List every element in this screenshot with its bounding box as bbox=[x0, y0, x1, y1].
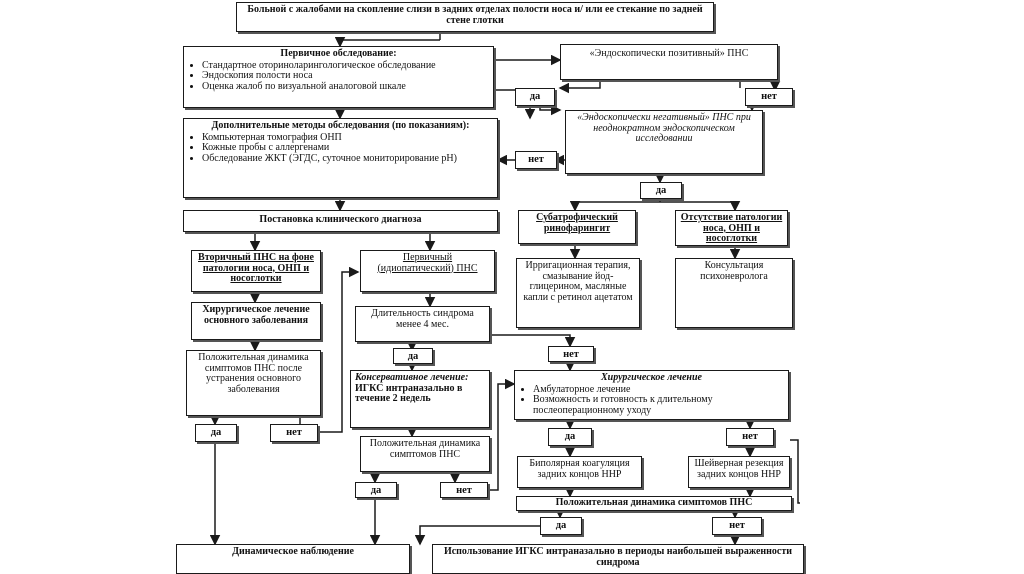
additional-exam-item: Компьютерная томография ОНП bbox=[202, 132, 493, 144]
yes-badge: да bbox=[355, 482, 397, 498]
no-badge: нет bbox=[515, 151, 557, 169]
complaint-text: Больной с жалобами на скопление слизи в … bbox=[247, 4, 703, 26]
yes-badge: да bbox=[548, 428, 592, 446]
subatrophic-box: Субатрофический ринофарингит bbox=[518, 210, 636, 244]
psycho-text: Консультация психоневролога bbox=[700, 260, 768, 282]
shaver-box: Шейверная резекция задних концов ННР bbox=[688, 456, 790, 488]
no-label: нет bbox=[729, 520, 745, 531]
surgery-main-box: Хирургическое лечение основного заболева… bbox=[191, 302, 321, 340]
additional-exam-item: Кожные пробы с аллергенами bbox=[202, 142, 493, 154]
conservative-title: Консервативное лечение: bbox=[355, 372, 469, 383]
bipolar-text: Биполярная коагуляция задних концов ННР bbox=[529, 458, 630, 480]
no-badge: нет bbox=[712, 517, 762, 535]
secondary-box: Вторичный ПНС на фоне патологии носа, ОН… bbox=[191, 250, 321, 292]
igks-periods-text: Использование ИГКС интраназально в перио… bbox=[443, 546, 793, 568]
primary-exam-title: Первичное обследование: bbox=[280, 48, 397, 59]
yes-label: да bbox=[407, 351, 419, 362]
irrigation-text: Ирригационная терапия, смазывание йод-гл… bbox=[523, 260, 633, 303]
additional-exam-item: Обследование ЖКТ (ЭГДС, суточное монитор… bbox=[202, 153, 493, 165]
endo-negative-box: «Эндоскопически негативный» ПНС при неод… bbox=[565, 110, 763, 174]
diagnosis-box: Постановка клинического диагноза bbox=[183, 210, 498, 232]
primary-idiopathic-text: Первичный (идиопатический) ПНС bbox=[377, 252, 478, 274]
no-badge: нет bbox=[745, 88, 793, 106]
no-label: нет bbox=[528, 154, 544, 165]
primary-idiopathic-box: Первичный (идиопатический) ПНС bbox=[360, 250, 495, 292]
irrigation-box: Ирригационная терапия, смазывание йод-гл… bbox=[516, 258, 640, 328]
yes-label: да bbox=[555, 520, 567, 531]
yes-badge: да bbox=[515, 88, 555, 106]
additional-exam-title: Дополнительные методы обследования (по п… bbox=[211, 120, 470, 131]
no-badge: нет bbox=[270, 424, 318, 442]
positive-dynamics-mid-box: Положительная динамика симптомов ПНС bbox=[360, 436, 490, 472]
bipolar-box: Биполярная коагуляция задних концов ННР bbox=[517, 456, 642, 488]
positive-dynamics-left-text: Положительная динамика симптомов ПНС пос… bbox=[198, 352, 309, 395]
psycho-box: Консультация психоневролога bbox=[675, 258, 793, 328]
primary-exam-item: Оценка жалоб по визуальной аналоговой шк… bbox=[202, 81, 489, 93]
yes-label: да bbox=[564, 431, 576, 442]
positive-dynamics-left-box: Положительная динамика симптомов ПНС пос… bbox=[186, 350, 321, 416]
yes-badge: да bbox=[393, 348, 433, 364]
yes-label: да bbox=[210, 427, 222, 438]
no-pathology-text: Отсутствие патологии носа, ОНП и носогло… bbox=[680, 212, 783, 244]
no-badge: нет bbox=[726, 428, 774, 446]
complaint-box: Больной с жалобами на скопление слизи в … bbox=[236, 2, 714, 32]
secondary-text: Вторичный ПНС на фоне патологии носа, ОН… bbox=[198, 252, 314, 284]
duration-text: Длительность синдрома менее 4 мес. bbox=[371, 308, 474, 330]
shaver-text: Шейверная резекция задних концов ННР bbox=[694, 458, 784, 480]
yes-badge: да bbox=[195, 424, 237, 442]
surgery-right-box: Хирургическое лечение Амбулаторное лечен… bbox=[514, 370, 789, 420]
no-label: нет bbox=[563, 349, 579, 360]
surgery-right-item: Возможность и готовность к длительному п… bbox=[533, 394, 784, 416]
positive-dynamics-right-text: Положительная динамика симптомов ПНС bbox=[555, 497, 753, 508]
conservative-box: Консервативное лечение: ИГКС интраназаль… bbox=[350, 370, 490, 428]
primary-exam-box: Первичное обследование: Стандартное отор… bbox=[183, 46, 494, 108]
positive-dynamics-mid-text: Положительная динамика симптомов ПНС bbox=[369, 438, 481, 460]
observation-box: Динамическое наблюдение bbox=[176, 544, 410, 574]
primary-exam-item: Эндоскопия полости носа bbox=[202, 70, 489, 82]
yes-label: да bbox=[655, 185, 667, 196]
yes-label: да bbox=[370, 485, 382, 496]
conservative-text: ИГКС интраназально в течение 2 недель bbox=[355, 382, 463, 404]
surgery-right-title: Хирургическое лечение bbox=[601, 372, 702, 383]
endo-negative-text: «Эндоскопически негативный» ПНС при неод… bbox=[577, 112, 751, 144]
additional-exam-box: Дополнительные методы обследования (по п… bbox=[183, 118, 498, 198]
igks-periods-box: Использование ИГКС интраназально в перио… bbox=[432, 544, 804, 574]
diagnosis-text: Постановка клинического диагноза bbox=[259, 214, 422, 225]
primary-exam-item: Стандартное оториноларингологическое обс… bbox=[202, 60, 489, 72]
no-label: нет bbox=[742, 431, 758, 442]
no-badge: нет bbox=[548, 346, 594, 362]
surgery-right-item: Амбулаторное лечение bbox=[533, 384, 784, 396]
surgery-main-text: Хирургическое лечение основного заболева… bbox=[202, 304, 310, 326]
yes-label: да bbox=[529, 91, 541, 102]
subatrophic-text: Субатрофический ринофарингит bbox=[536, 212, 618, 234]
no-label: нет bbox=[761, 91, 777, 102]
observation-text: Динамическое наблюдение bbox=[232, 546, 354, 557]
duration-box: Длительность синдрома менее 4 мес. bbox=[355, 306, 490, 342]
no-label: нет bbox=[286, 427, 302, 438]
yes-badge: да bbox=[640, 182, 682, 199]
positive-dynamics-right-box: Положительная динамика симптомов ПНС bbox=[516, 496, 792, 511]
endo-positive-text: «Эндоскопически позитивный» ПНС bbox=[589, 48, 749, 59]
no-badge: нет bbox=[440, 482, 488, 498]
no-label: нет bbox=[456, 485, 472, 496]
endo-positive-box: «Эндоскопически позитивный» ПНС bbox=[560, 44, 778, 80]
no-pathology-box: Отсутствие патологии носа, ОНП и носогло… bbox=[675, 210, 788, 246]
yes-badge: да bbox=[540, 517, 582, 535]
